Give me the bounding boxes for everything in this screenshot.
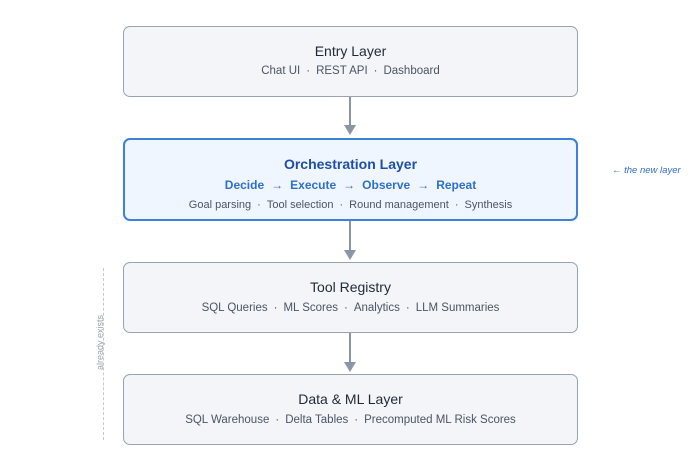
tool-item: Analytics — [353, 302, 400, 314]
orchestration-item: Tool selection — [266, 199, 334, 211]
tool-registry-items: SQL Queries · ML Scores · Analytics · LLM Summ… — [124, 301, 577, 316]
data-ml-layer-title: Data & ML Layer — [298, 391, 403, 407]
entry-layer-box: Entry Layer Chat UI · REST API · Dashboard — [123, 26, 578, 97]
existing-layers-bracket — [103, 268, 104, 440]
data-item: SQL Warehouse — [185, 414, 270, 426]
separator: · — [275, 414, 280, 426]
data-ml-layer-items: SQL Warehouse · Delta Tables · Precomputed M… — [124, 413, 577, 428]
tool-item: LLM Summaries — [415, 302, 500, 314]
entry-item: Chat UI — [261, 65, 301, 77]
cycle-step: Repeat — [436, 178, 477, 192]
data-item: Precomputed ML Risk Scores — [364, 414, 516, 426]
orchestration-item: Synthesis — [464, 199, 513, 211]
orchestration-layer-items: Goal parsing · Tool selection · Round manage… — [125, 198, 576, 213]
orchestration-layer-title: Orchestration Layer — [283, 156, 418, 172]
separator: · — [454, 199, 459, 211]
tool-item: SQL Queries — [201, 302, 268, 314]
cycle-step: Observe — [362, 178, 411, 192]
separator: · — [373, 65, 378, 77]
orchestration-layer-box: Orchestration Layer Decide → Execute → Obser… — [123, 138, 578, 221]
orchestration-cycle: Decide → Execute → Observe → Repeat — [125, 177, 576, 193]
separator: · — [306, 65, 311, 77]
entry-item: Dashboard — [383, 65, 440, 77]
already-exists-annotation: already exists — [95, 314, 105, 370]
new-layer-annotation: ← the new layer — [612, 165, 681, 176]
entry-item: REST API — [316, 65, 368, 77]
orchestration-item: Goal parsing — [188, 199, 252, 211]
separator: · — [354, 414, 359, 426]
separator: · — [257, 199, 261, 211]
entry-layer-title: Entry Layer — [314, 43, 387, 59]
separator: · — [405, 302, 410, 314]
arrow-tools-to-data — [340, 333, 360, 374]
entry-layer-items: Chat UI · REST API · Dashboard — [124, 64, 577, 79]
tool-registry-title: Tool Registry — [310, 279, 391, 295]
data-item: Delta Tables — [285, 414, 349, 426]
separator: · — [344, 302, 348, 314]
arrow-orchestration-to-tools — [340, 221, 360, 262]
tool-registry-box: Tool Registry SQL Queries · ML Scores · Anal… — [123, 262, 578, 333]
right-arrow-icon: → — [417, 178, 430, 192]
data-ml-layer-box: Data & ML Layer SQL Warehouse · Delta Tabl… — [123, 374, 578, 445]
cycle-step: Execute — [290, 178, 337, 192]
right-arrow-icon: → — [271, 178, 284, 192]
cycle-step: Decide — [224, 178, 265, 192]
orchestration-item: Round management — [349, 199, 449, 211]
arrow-entry-to-orchestration — [340, 97, 360, 137]
tool-item: ML Scores — [283, 302, 338, 314]
right-arrow-icon: → — [343, 178, 356, 192]
separator: · — [339, 199, 344, 211]
separator: · — [273, 302, 278, 314]
